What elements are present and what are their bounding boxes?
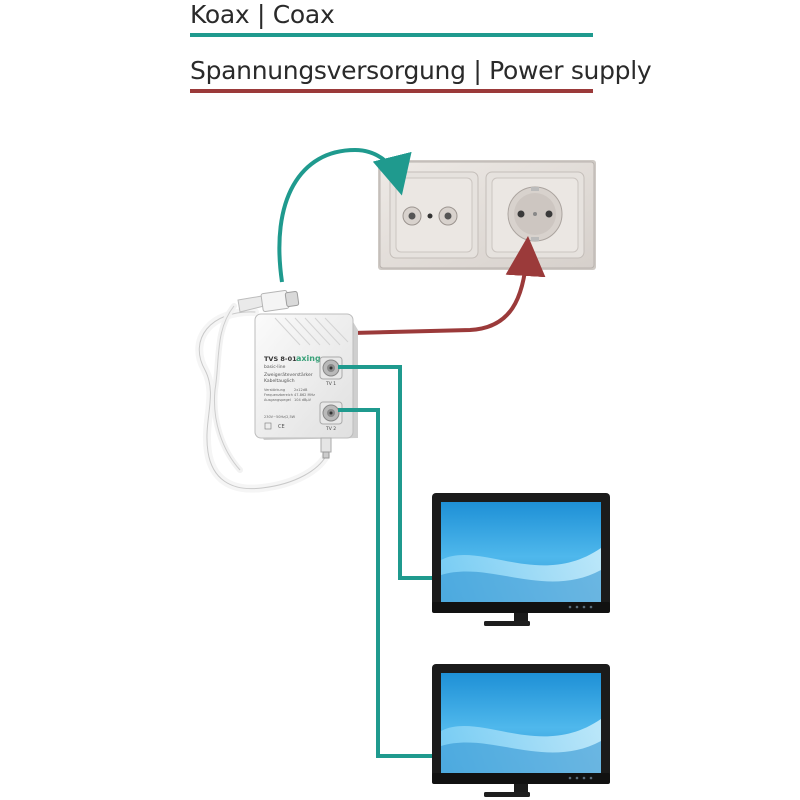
wall-socket-icon: [378, 160, 596, 270]
tv1-output-socket: [319, 356, 343, 380]
coax-line-to-tv1: [338, 365, 436, 580]
coax-arrow-to-wall: [277, 147, 412, 283]
tv2-label: TV 2: [325, 426, 336, 432]
legend-coax-label: Koax | Coax: [190, 0, 335, 29]
coax-plug-icon: [237, 290, 300, 313]
power-rating: 230V~50Hz/2,5W: [264, 415, 296, 419]
legend-power-line: [190, 89, 593, 93]
legend-power-label: Spannungsversorgung | Power supply: [190, 56, 652, 85]
spec-gain-label: Verstärkung: [264, 388, 285, 392]
spec-level-label: Ausgangspegel: [264, 398, 291, 402]
spec-gain-value: 2x12dB: [294, 388, 308, 392]
power-cable: [195, 303, 330, 493]
flat-screen-monitor-icon: [432, 493, 610, 626]
amplifier-line: basic-line: [264, 364, 286, 370]
tv1-label: TV 1: [325, 381, 336, 387]
tv-amplifier-icon: TVS 8-01 basic-line axing Zweigerätevers…: [254, 313, 358, 459]
flat-screen-monitor-icon: [432, 664, 610, 797]
power-arrow-to-wall: [351, 236, 546, 335]
spec-level-value: 104 dBµV: [294, 398, 312, 402]
spec-freq-value: 47-862 MHz: [294, 393, 315, 397]
spec-freq-label: Frequenzbereich: [264, 393, 293, 397]
amplifier-description-2: Kabeltauglich: [264, 378, 295, 384]
coax-line-to-tv2: [338, 408, 436, 758]
amplifier-description: Zweigeräteverstärker: [264, 372, 313, 378]
tv2-output-socket: [319, 401, 343, 425]
ce-mark: CE: [278, 424, 285, 430]
legend-coax-line: [190, 33, 593, 37]
amplifier-model: TVS 8-01: [264, 355, 297, 363]
amplifier-brand: axing: [296, 354, 321, 363]
